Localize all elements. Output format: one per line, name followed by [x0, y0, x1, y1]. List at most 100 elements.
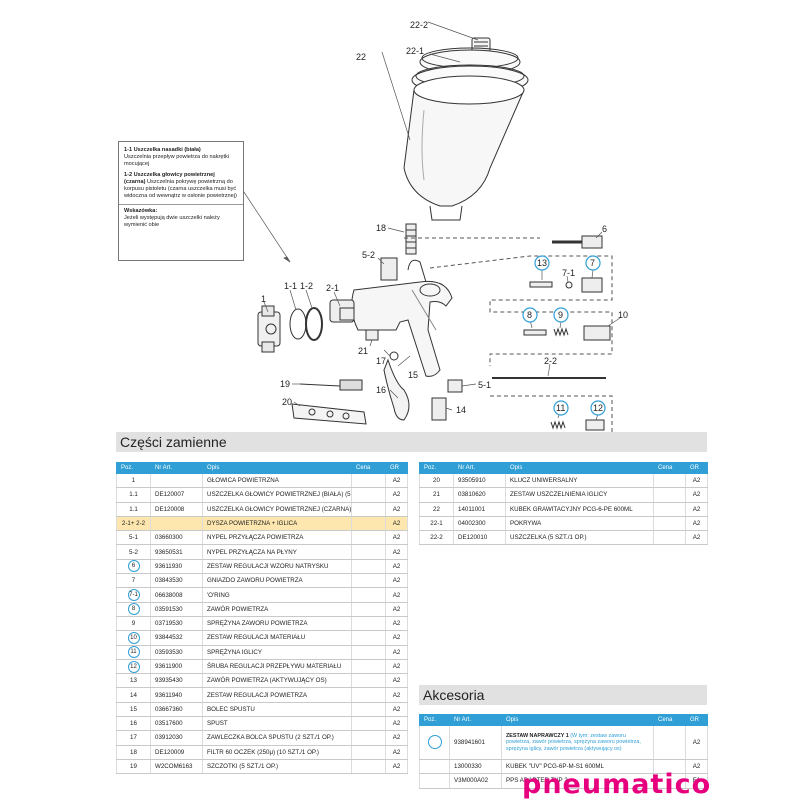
col-cena: Cena [351, 462, 386, 474]
gr-cell: A2 [385, 473, 408, 489]
opis-cell: ZESTAW REGULACJI MATERIAŁU [202, 630, 352, 646]
poz-cell: 5-2 [116, 544, 151, 560]
table-header: Poz. Nr Art. Opis Cena GR [116, 462, 408, 474]
opis-cell: SPUST [202, 716, 352, 732]
poz-cell: 18 [116, 745, 151, 760]
label-1: 1 [261, 294, 266, 304]
poz-cell: 2-1+ 2-2 [116, 516, 151, 532]
gr-cell: A2 [385, 687, 408, 703]
nr-cell: DE120007 [150, 487, 203, 503]
repair-kit-note: (W tym: zestaw zaworu powietrza, zawór p… [506, 732, 641, 752]
info-text-1: Uszczelnia przepływ powietrza do nakrętk… [124, 154, 230, 167]
nr-cell: 93611940 [150, 687, 203, 703]
opis-cell: 'O'RING [202, 587, 352, 603]
cena-cell [351, 659, 386, 675]
opis-cell: DYSZA POWIETRZNA + IGLICA [202, 516, 352, 532]
gr-cell: A2 [685, 487, 708, 503]
opis-cell: SPRĘŻYNA IGLICY [202, 645, 352, 660]
info-text-2-body: Uszczelnia pokrywę powietrzną do korpusu… [124, 179, 237, 199]
spray-gun-body [329, 257, 453, 377]
nr-cell: 93844532 [150, 630, 203, 646]
gr-cell: A2 [385, 587, 408, 603]
col-gr: GR [685, 462, 708, 474]
fluid-nozzle [339, 307, 355, 321]
label-13: 13 [537, 258, 547, 268]
gr-cell: A2 [385, 573, 408, 589]
gr-cell: A2 [385, 630, 408, 646]
nr-cell: 03810620 [453, 487, 506, 503]
label-10: 10 [618, 310, 628, 320]
poz-cell: 1.1 [116, 487, 151, 503]
opis-cell: GNIAZDO ZAWORU POWIETRZA [202, 573, 352, 589]
nr-cell: 04002300 [453, 516, 506, 532]
poz-cell: 22-2 [419, 530, 454, 546]
filter [405, 223, 417, 255]
cena-cell [351, 544, 386, 560]
label-2-2: 2-2 [544, 356, 557, 366]
cena-cell [351, 702, 386, 718]
nr-cell: 13000330 [449, 759, 502, 775]
gr-cell: A2 [385, 716, 408, 732]
gr-cell: A2 [385, 659, 408, 675]
material-control-set [583, 325, 611, 341]
label-22: 22 [356, 52, 366, 62]
nr-cell: DE120009 [150, 745, 203, 760]
gr-cell: A2 [385, 602, 408, 617]
label-22-1: 22-1 [406, 46, 424, 56]
info-title-1: 1-1 Uszczelka nasadki (biała) [124, 147, 201, 153]
cena-cell [351, 502, 386, 517]
cena-cell [351, 487, 386, 503]
poz-cell: 21 [419, 487, 454, 503]
nr-cell: 93935430 [150, 673, 203, 689]
table-row: 13000330 KUBEK "UV" PCG-6P-M-S1 600ML A2 [419, 759, 708, 775]
paint-cup [403, 75, 525, 221]
air-control-set [431, 397, 447, 421]
nr-cell: 93505910 [453, 473, 506, 489]
opis-cell: KUBEK GRAWITACYJNY PCG-6-PE 600ML [505, 502, 654, 517]
position-marker: 12 [127, 660, 140, 673]
cena-cell [351, 559, 386, 575]
cena-cell [653, 516, 686, 532]
opis-cell: ZESTAW REGULACJI POWIETRZA [202, 687, 352, 703]
nr-cell: W2COM6163 [150, 759, 203, 775]
cleaning-brush [299, 379, 363, 391]
gr-cell: A2 [385, 673, 408, 689]
col-gr: GR [685, 714, 708, 726]
trigger [383, 351, 410, 421]
needle-seal-set [365, 329, 379, 341]
opis-cell: SZCZOTKI (5 SZT./1 OP.) [202, 759, 352, 775]
gr-cell: A2 [385, 645, 408, 660]
label-15: 15 [408, 370, 418, 380]
nr-cell: 938941601 [449, 725, 502, 760]
col-poz: Poz. [419, 714, 450, 726]
opis-cell: BOLEC SPUSTU [202, 702, 352, 718]
nr-cell: 03719530 [150, 616, 203, 632]
cena-cell [653, 530, 686, 546]
gr-cell: A2 [685, 502, 708, 517]
label-14: 14 [456, 405, 466, 415]
opis-cell: USZCZELKA (5 SZT./1 OP.) [505, 530, 654, 546]
gr-cell: A2 [685, 530, 708, 546]
poz-cell [419, 725, 450, 760]
position-marker: 7-1 [127, 589, 140, 602]
cena-cell [653, 502, 686, 517]
cena-cell [653, 773, 686, 789]
exploded-view-diagram: 22-2 22 22-1 18 6 5-2 13 7-1 7 1 1-1 1-2… [239, 20, 628, 432]
flow-adjust-screw [585, 419, 605, 431]
poz-cell: 8 [116, 602, 151, 617]
universal-wrench [291, 403, 367, 425]
cena-cell [351, 730, 386, 746]
cena-cell [351, 673, 386, 689]
position-marker: 11 [127, 646, 140, 659]
seal-white [289, 308, 307, 340]
poz-cell: 20 [419, 473, 454, 489]
cena-cell [653, 487, 686, 503]
